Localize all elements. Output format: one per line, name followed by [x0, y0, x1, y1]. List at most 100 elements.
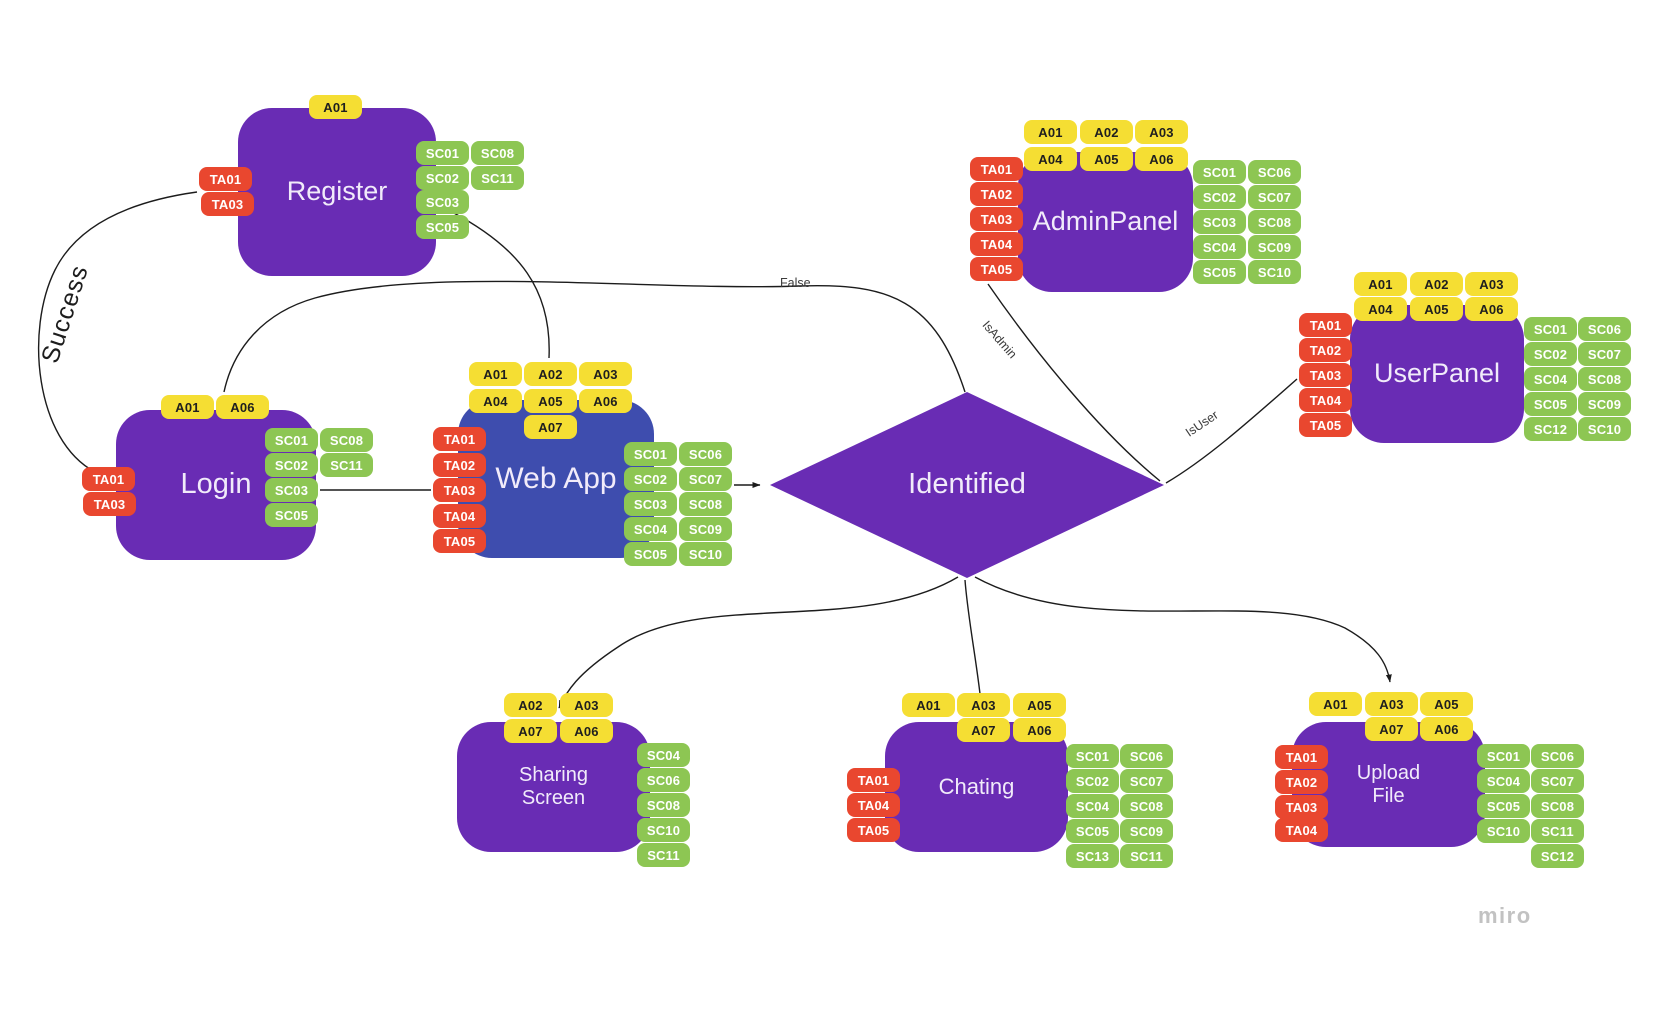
tag-chating-a06[interactable]: A06 — [1013, 718, 1066, 742]
tag-login-a06[interactable]: A06 — [216, 395, 269, 419]
tag-adminpanel-a06[interactable]: A06 — [1135, 147, 1188, 171]
node-userpanel[interactable]: UserPanel — [1350, 305, 1524, 443]
edge-register-webapp[interactable] — [451, 211, 550, 359]
edge-identified-upload[interactable] — [974, 576, 1392, 683]
tag-login-sc08[interactable]: SC08 — [320, 428, 373, 452]
edge-identified-sharing[interactable] — [558, 576, 959, 709]
tag-register-sc01[interactable]: SC01 — [416, 141, 469, 165]
tag-webapp-a02[interactable]: A02 — [524, 362, 577, 386]
tag-userpanel-ta03[interactable]: TA03 — [1299, 363, 1352, 387]
tag-userpanel-sc07[interactable]: SC07 — [1578, 342, 1631, 366]
tag-login-sc01[interactable]: SC01 — [265, 428, 318, 452]
tag-login-sc02[interactable]: SC02 — [265, 453, 318, 477]
node-sharing[interactable]: Sharing Screen — [457, 722, 650, 852]
edge-identified-userpanel[interactable] — [1165, 378, 1298, 484]
tag-userpanel-sc04[interactable]: SC04 — [1524, 367, 1577, 391]
tag-webapp-sc05[interactable]: SC05 — [624, 542, 677, 566]
tag-userpanel-sc02[interactable]: SC02 — [1524, 342, 1577, 366]
tag-webapp-ta03[interactable]: TA03 — [433, 478, 486, 502]
tag-adminpanel-sc02[interactable]: SC02 — [1193, 185, 1246, 209]
tag-adminpanel-a01[interactable]: A01 — [1024, 120, 1077, 144]
tag-chating-sc09[interactable]: SC09 — [1120, 819, 1173, 843]
tag-adminpanel-ta02[interactable]: TA02 — [970, 182, 1023, 206]
tag-webapp-sc08[interactable]: SC08 — [679, 492, 732, 516]
tag-upload-sc04[interactable]: SC04 — [1477, 769, 1530, 793]
node-adminpanel[interactable]: AdminPanel — [1018, 152, 1193, 292]
node-webapp[interactable]: Web App — [458, 400, 654, 558]
tag-webapp-sc10[interactable]: SC10 — [679, 542, 732, 566]
tag-userpanel-sc08[interactable]: SC08 — [1578, 367, 1631, 391]
tag-adminpanel-a04[interactable]: A04 — [1024, 147, 1077, 171]
tag-chating-ta04[interactable]: TA04 — [847, 793, 900, 817]
tag-chating-ta05[interactable]: TA05 — [847, 818, 900, 842]
tag-login-sc05[interactable]: SC05 — [265, 503, 318, 527]
tag-chating-sc05[interactable]: SC05 — [1066, 819, 1119, 843]
tag-adminpanel-sc04[interactable]: SC04 — [1193, 235, 1246, 259]
tag-register-ta03[interactable]: TA03 — [201, 192, 254, 216]
tag-adminpanel-sc09[interactable]: SC09 — [1248, 235, 1301, 259]
tag-userpanel-a03[interactable]: A03 — [1465, 272, 1518, 296]
edge-identified-adminpanel[interactable] — [987, 283, 1161, 482]
tag-adminpanel-sc05[interactable]: SC05 — [1193, 260, 1246, 284]
edge-label-false[interactable]: False — [780, 276, 811, 290]
tag-upload-a01[interactable]: A01 — [1309, 692, 1362, 716]
tag-upload-a03[interactable]: A03 — [1365, 692, 1418, 716]
tag-chating-sc04[interactable]: SC04 — [1066, 794, 1119, 818]
tag-upload-sc05[interactable]: SC05 — [1477, 794, 1530, 818]
tag-adminpanel-sc07[interactable]: SC07 — [1248, 185, 1301, 209]
tag-webapp-sc04[interactable]: SC04 — [624, 517, 677, 541]
tag-login-a01[interactable]: A01 — [161, 395, 214, 419]
tag-login-sc11[interactable]: SC11 — [320, 453, 373, 477]
tag-userpanel-ta05[interactable]: TA05 — [1299, 413, 1352, 437]
tag-webapp-ta02[interactable]: TA02 — [433, 453, 486, 477]
tag-adminpanel-sc10[interactable]: SC10 — [1248, 260, 1301, 284]
tag-webapp-a07[interactable]: A07 — [524, 415, 577, 439]
node-chating[interactable]: Chating — [885, 722, 1068, 852]
tag-adminpanel-a05[interactable]: A05 — [1080, 147, 1133, 171]
tag-userpanel-sc06[interactable]: SC06 — [1578, 317, 1631, 341]
tag-register-a01[interactable]: A01 — [309, 95, 362, 119]
tag-webapp-a01[interactable]: A01 — [469, 362, 522, 386]
tag-upload-sc01[interactable]: SC01 — [1477, 744, 1530, 768]
tag-upload-ta01[interactable]: TA01 — [1275, 745, 1328, 769]
tag-upload-sc07[interactable]: SC07 — [1531, 769, 1584, 793]
tag-register-sc02[interactable]: SC02 — [416, 166, 469, 190]
tag-chating-a03[interactable]: A03 — [957, 693, 1010, 717]
tag-adminpanel-a03[interactable]: A03 — [1135, 120, 1188, 144]
tag-adminpanel-ta04[interactable]: TA04 — [970, 232, 1023, 256]
tag-webapp-sc02[interactable]: SC02 — [624, 467, 677, 491]
tag-userpanel-ta01[interactable]: TA01 — [1299, 313, 1352, 337]
tag-upload-sc12[interactable]: SC12 — [1531, 844, 1584, 868]
tag-userpanel-a04[interactable]: A04 — [1354, 297, 1407, 321]
tag-upload-sc10[interactable]: SC10 — [1477, 819, 1530, 843]
tag-sharing-a06[interactable]: A06 — [560, 719, 613, 743]
tag-webapp-sc07[interactable]: SC07 — [679, 467, 732, 491]
tag-webapp-ta05[interactable]: TA05 — [433, 529, 486, 553]
tag-chating-sc07[interactable]: SC07 — [1120, 769, 1173, 793]
tag-chating-sc13[interactable]: SC13 — [1066, 844, 1119, 868]
tag-chating-ta01[interactable]: TA01 — [847, 768, 900, 792]
tag-userpanel-sc09[interactable]: SC09 — [1578, 392, 1631, 416]
tag-register-sc05[interactable]: SC05 — [416, 215, 469, 239]
tag-register-sc08[interactable]: SC08 — [471, 141, 524, 165]
tag-upload-a07[interactable]: A07 — [1365, 717, 1418, 741]
tag-sharing-sc04[interactable]: SC04 — [637, 743, 690, 767]
tag-chating-sc08[interactable]: SC08 — [1120, 794, 1173, 818]
tag-userpanel-ta04[interactable]: TA04 — [1299, 388, 1352, 412]
tag-webapp-sc09[interactable]: SC09 — [679, 517, 732, 541]
tag-webapp-ta01[interactable]: TA01 — [433, 427, 486, 451]
tag-chating-sc11[interactable]: SC11 — [1120, 844, 1173, 868]
tag-webapp-a04[interactable]: A04 — [469, 389, 522, 413]
tag-upload-ta03[interactable]: TA03 — [1275, 795, 1328, 819]
tag-webapp-sc01[interactable]: SC01 — [624, 442, 677, 466]
tag-login-sc03[interactable]: SC03 — [265, 478, 318, 502]
tag-webapp-a03[interactable]: A03 — [579, 362, 632, 386]
tag-sharing-sc10[interactable]: SC10 — [637, 818, 690, 842]
tag-chating-sc02[interactable]: SC02 — [1066, 769, 1119, 793]
tag-chating-sc06[interactable]: SC06 — [1120, 744, 1173, 768]
tag-userpanel-sc12[interactable]: SC12 — [1524, 417, 1577, 441]
tag-register-sc03[interactable]: SC03 — [416, 190, 469, 214]
node-register[interactable]: Register — [238, 108, 436, 276]
tag-upload-sc11[interactable]: SC11 — [1531, 819, 1584, 843]
edge-login-register-success[interactable] — [37, 191, 198, 473]
